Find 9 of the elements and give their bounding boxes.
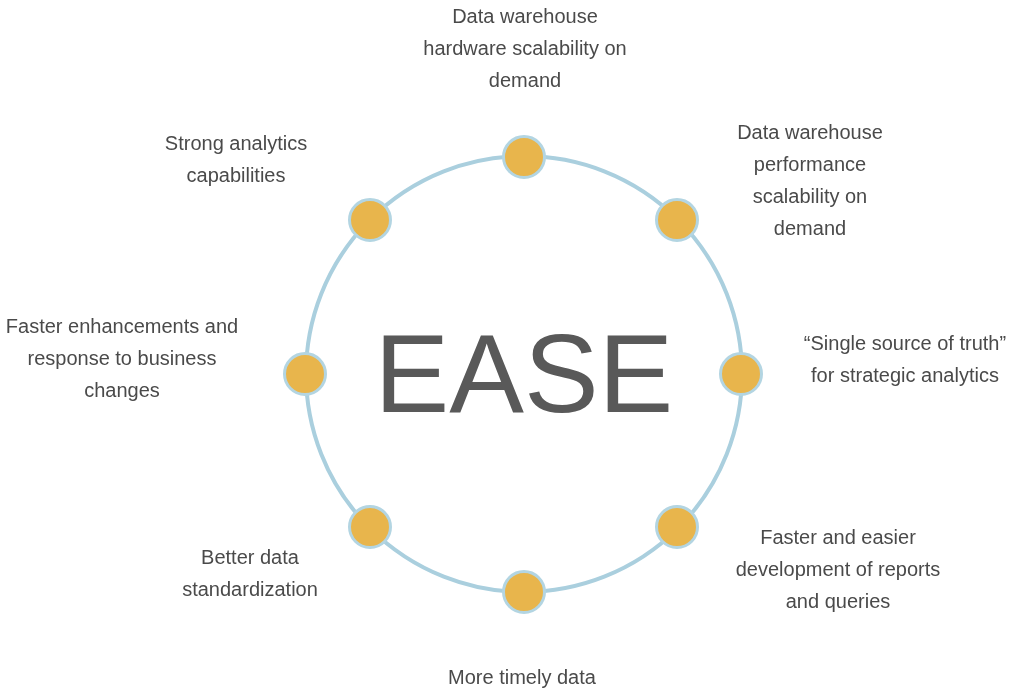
dot-caption: Strong analytics capabilities bbox=[163, 131, 309, 188]
dot-caption: Better data standardization bbox=[181, 545, 319, 602]
dot-caption: “Single source of truth” for strategic analytics bbox=[802, 331, 1008, 388]
dot-caption: Data warehouse hardware scalability on demand bbox=[422, 4, 628, 93]
dot-caption: Data warehouse performance scalability on demand bbox=[736, 120, 884, 241]
dot-caption: Faster enhancements and response to business changes bbox=[4, 314, 240, 403]
dot-caption: More timely data bbox=[447, 665, 597, 690]
dot-caption: Faster and easier development of reports and queries bbox=[734, 525, 942, 614]
center-title: EASE bbox=[374, 314, 674, 434]
